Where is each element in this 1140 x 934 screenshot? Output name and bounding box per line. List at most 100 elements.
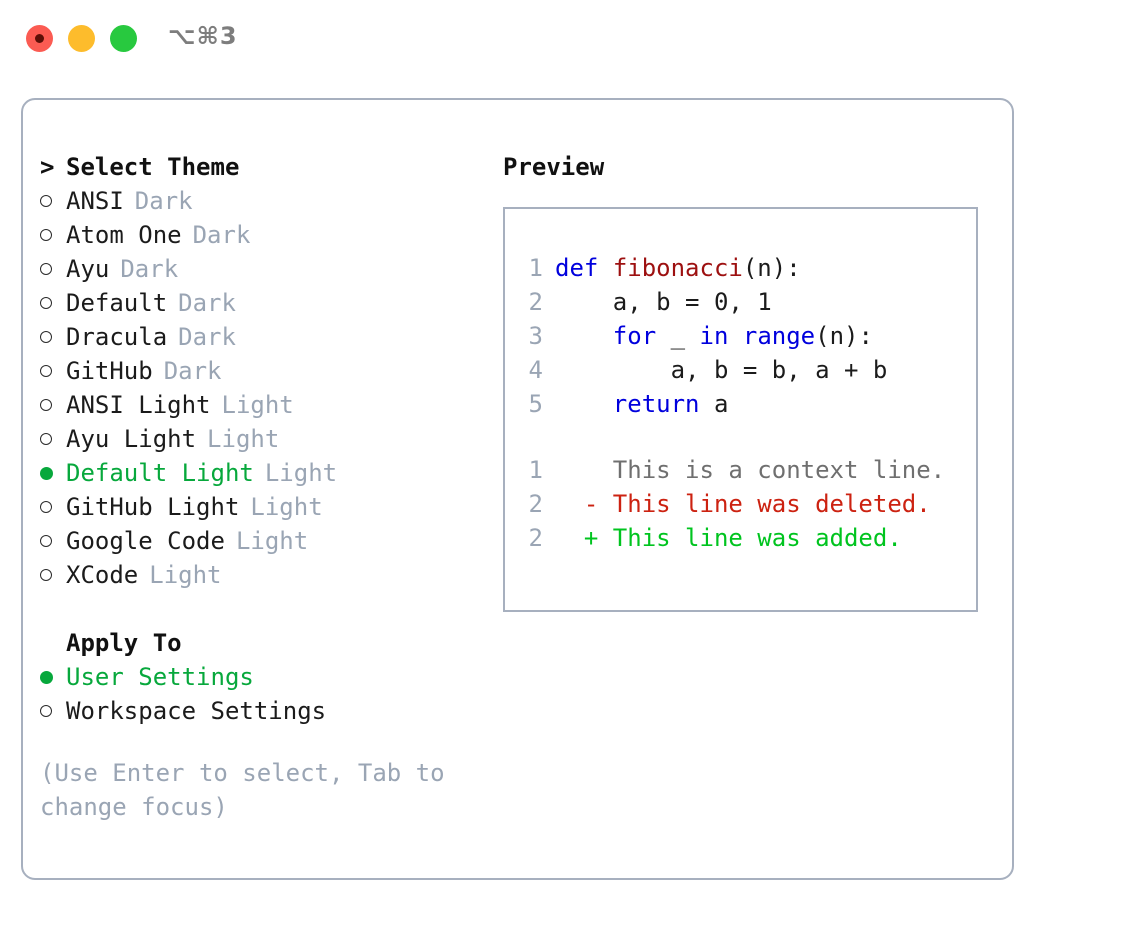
theme-name: Default: [66, 289, 168, 317]
apply-to-heading: Apply To: [66, 629, 182, 657]
code-line-text: a, b = b, a + b: [670, 356, 888, 384]
radio-marker: [40, 252, 66, 286]
radio-marker: [40, 184, 66, 218]
theme-name: Ayu: [66, 255, 110, 283]
theme-name: GitHub Light: [66, 493, 240, 521]
apply-to-label: Workspace Settings: [66, 697, 327, 725]
radio-marker: [40, 286, 66, 320]
code-line: 3 for _ in range(n):: [517, 319, 976, 353]
radio-marker: [40, 388, 66, 422]
theme-variant-badge: Dark: [178, 323, 236, 351]
theme-name: Default Light: [66, 459, 254, 487]
theme-variant-badge: Light: [235, 527, 309, 555]
line-number: 1: [528, 254, 543, 282]
window-title: ⌥⌘3: [168, 22, 238, 50]
line-number: 3: [528, 322, 543, 350]
close-button[interactable]: [26, 25, 53, 52]
minimize-button[interactable]: [68, 25, 95, 52]
theme-variant-badge: Light: [221, 391, 294, 419]
line-number: 2: [528, 490, 543, 518]
theme-name: XCode: [66, 561, 139, 589]
theme-name: Dracula: [66, 323, 168, 351]
code-line-text: def fibonacci(n):: [555, 254, 801, 282]
radio-unselected-icon: [40, 705, 52, 717]
diff-line: 2 + This line was added.: [517, 521, 976, 555]
theme-list-item[interactable]: XCode Light: [40, 558, 490, 592]
select-theme-heading: > Select Theme: [40, 150, 490, 184]
radio-unselected-icon: [40, 535, 52, 547]
code-line-text: for _ in range(n):: [612, 322, 873, 350]
radio-unselected-icon: [40, 399, 52, 411]
theme-variant-badge: Light: [149, 561, 222, 589]
preview-title: Preview: [503, 153, 605, 181]
theme-name: Google Code: [66, 527, 225, 555]
diff-sample: 1 This is a context line.2 - This line w…: [517, 453, 976, 555]
radio-unselected-icon: [40, 229, 52, 241]
theme-list-item[interactable]: Atom One Dark: [40, 218, 490, 252]
radio-unselected-icon: [40, 433, 52, 445]
radio-marker: [40, 694, 66, 728]
line-number: 2: [528, 524, 543, 552]
radio-unselected-icon: [40, 263, 52, 275]
maximize-button[interactable]: [110, 25, 137, 52]
theme-name: Ayu Light: [66, 425, 197, 453]
list-spacer: [40, 592, 490, 626]
theme-variant-badge: Dark: [120, 255, 179, 283]
theme-variant-badge: Light: [250, 493, 323, 521]
code-line: 5 return a: [517, 387, 976, 421]
diff-line-text: This is a context line.: [555, 456, 946, 484]
radio-marker: [40, 490, 66, 524]
diff-line: 2 - This line was deleted.: [517, 487, 976, 521]
radio-unselected-icon: [40, 569, 52, 581]
theme-list-item[interactable]: GitHub Light Light: [40, 490, 490, 524]
radio-marker: [40, 422, 66, 456]
radio-selected-icon: [40, 670, 53, 684]
code-line-text: return a: [612, 390, 729, 418]
radio-selected-icon: [40, 466, 53, 480]
theme-name: Atom One: [66, 221, 182, 249]
radio-marker: [40, 456, 66, 490]
theme-name: ANSI: [66, 187, 124, 215]
theme-variant-badge: Dark: [192, 221, 251, 249]
theme-variant-badge: Dark: [134, 187, 193, 215]
line-number: 1: [528, 456, 543, 484]
apply-to-option[interactable]: Workspace Settings: [40, 694, 490, 728]
theme-list-item[interactable]: ANSI Dark: [40, 184, 490, 218]
theme-list-item[interactable]: Dracula Dark: [40, 320, 490, 354]
window-controls: [26, 25, 137, 52]
diff-line: 1 This is a context line.: [517, 453, 976, 487]
line-number: 4: [528, 356, 543, 384]
code-line: 1 def fibonacci(n):: [517, 251, 976, 285]
diff-line-text: - This line was deleted.: [555, 490, 931, 518]
radio-unselected-icon: [40, 501, 52, 513]
radio-unselected-icon: [40, 331, 52, 343]
radio-unselected-icon: [40, 365, 52, 377]
radio-marker: [40, 524, 66, 558]
line-number: 5: [528, 390, 543, 418]
theme-name: GitHub: [66, 357, 153, 385]
keyboard-hint: (Use Enter to select, Tab to change focu…: [40, 759, 445, 821]
radio-marker: [40, 320, 66, 354]
apply-to-option[interactable]: User Settings: [40, 660, 490, 694]
theme-variant-badge: Dark: [178, 289, 236, 317]
theme-list-item[interactable]: Default Dark: [40, 286, 490, 320]
code-line: 2 a, b = 0, 1: [517, 285, 976, 319]
code-line-text: a, b = 0, 1: [612, 288, 772, 316]
title-bar: ⌥⌘3: [0, 0, 1140, 78]
theme-list-item[interactable]: Google Code Light: [40, 524, 490, 558]
radio-unselected-icon: [40, 195, 52, 207]
theme-list-item[interactable]: Ayu Dark: [40, 252, 490, 286]
line-number: 2: [528, 288, 543, 316]
